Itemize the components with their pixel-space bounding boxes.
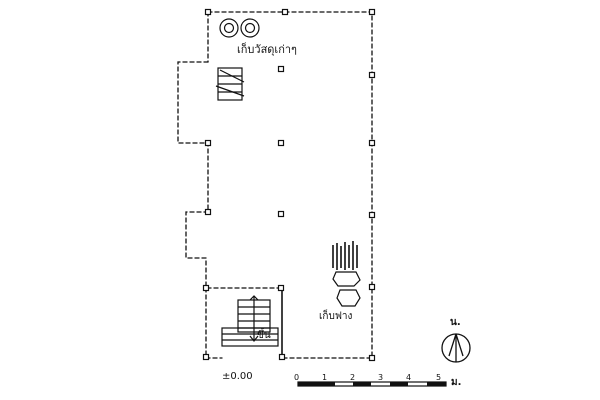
post — [204, 8, 212, 16]
post — [204, 139, 212, 147]
outline-upper-projection — [177, 61, 209, 213]
stair-up-label: ขึ้น — [257, 330, 271, 341]
scale-bar — [297, 381, 447, 387]
sack-icon — [332, 241, 361, 307]
scale-unit-label: ม. — [451, 377, 462, 388]
post — [277, 284, 285, 292]
scale-tick: 5 — [436, 373, 442, 382]
scale-tick: 2 — [350, 373, 356, 382]
north-label: น. — [450, 317, 461, 328]
post — [368, 8, 376, 16]
scale-tick: 3 — [378, 373, 384, 382]
post — [368, 211, 376, 219]
water-jar-icon — [219, 18, 260, 38]
outline-bottom-left — [205, 287, 223, 359]
scale-tick: 1 — [322, 373, 328, 382]
outline-right — [207, 11, 373, 359]
scale-tick: 4 — [406, 373, 412, 382]
post — [368, 283, 376, 291]
post — [281, 8, 289, 16]
post — [277, 210, 285, 218]
post — [277, 65, 285, 73]
post — [278, 353, 286, 361]
shelf-icon — [215, 67, 245, 101]
column-posts — [202, 8, 376, 362]
post — [368, 139, 376, 147]
north-arrow-icon — [441, 333, 471, 363]
scale-tick: 0 — [294, 373, 300, 382]
outline-lower-projection — [185, 211, 283, 289]
post — [277, 139, 285, 147]
post — [368, 354, 376, 362]
storage-objects-label: เก็บวัสดุเก่าๆ — [237, 43, 297, 56]
storage-firewood-label: เก็บฟาง — [319, 311, 353, 322]
post — [202, 353, 210, 361]
post — [204, 208, 212, 216]
ground-level-label: ±0.00 — [222, 371, 253, 382]
post — [368, 71, 376, 79]
stair-icon — [221, 295, 279, 347]
post — [202, 284, 210, 292]
